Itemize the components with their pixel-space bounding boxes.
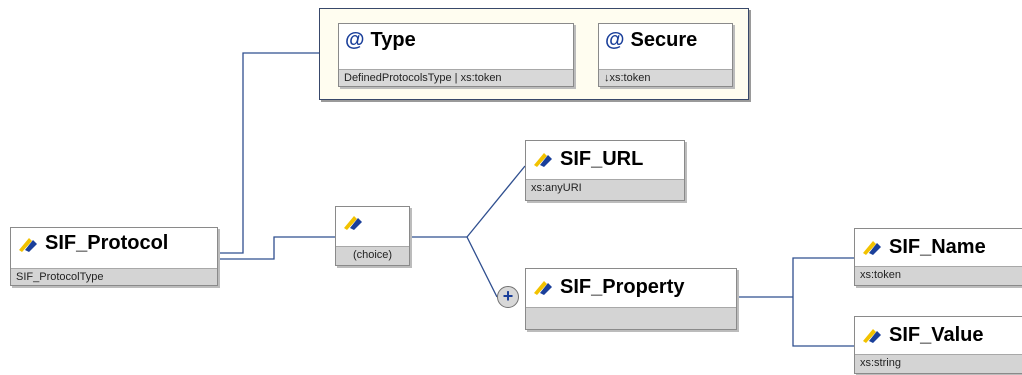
element-sif-url[interactable]: SIF_URL xs:anyURI [525,140,685,201]
connector-root-attributes [218,52,319,254]
element-type-label: xs:anyURI [526,179,684,200]
connector-root-choice [218,236,335,260]
choice-compositor[interactable]: (choice) [335,206,410,266]
element-icon [19,237,37,252]
connector-property-value [792,297,854,347]
element-sif-protocol[interactable]: SIF_Protocol SIF_ProtocolType [10,227,218,286]
element-type-label: xs:string [855,354,1022,373]
element-name: SIF_Protocol [45,232,169,254]
element-type-label: SIF_ProtocolType [11,268,217,285]
attribute-type-label: DefinedProtocolsType | xs:token [339,69,573,86]
connector-choice-property [466,236,498,298]
at-sign-icon: @ [605,29,625,51]
choice-icon [344,216,362,230]
element-icon [534,281,552,295]
element-type-label: xs:token [855,266,1022,285]
attribute-type-label: ↓xs:token [599,69,732,86]
at-sign-icon: @ [345,29,365,51]
connector-property-name [792,257,854,297]
element-name: SIF_URL [560,147,644,170]
element-name: SIF_Name [889,235,986,258]
attribute-name: Type [370,28,416,51]
choice-label: (choice) [336,246,409,265]
element-name: SIF_Value [889,323,984,346]
attribute-secure[interactable]: @ Secure ↓xs:token [598,23,733,87]
element-sif-value[interactable]: SIF_Value xs:string [854,316,1022,374]
element-icon [863,241,881,255]
element-sif-name[interactable]: SIF_Name xs:token [854,228,1022,286]
attribute-name: Secure [630,28,698,51]
element-name: SIF_Property [560,275,685,298]
element-type-label [526,307,736,329]
element-sif-property[interactable]: SIF_Property [525,268,737,330]
connector-choice-url [466,165,526,238]
element-icon [863,329,881,343]
attribute-type[interactable]: @ Type DefinedProtocolsType | xs:token [338,23,574,87]
element-icon [534,153,552,167]
attribute-group: @ Type DefinedProtocolsType | xs:token @… [319,8,749,100]
plus-icon[interactable]: + [497,286,519,308]
